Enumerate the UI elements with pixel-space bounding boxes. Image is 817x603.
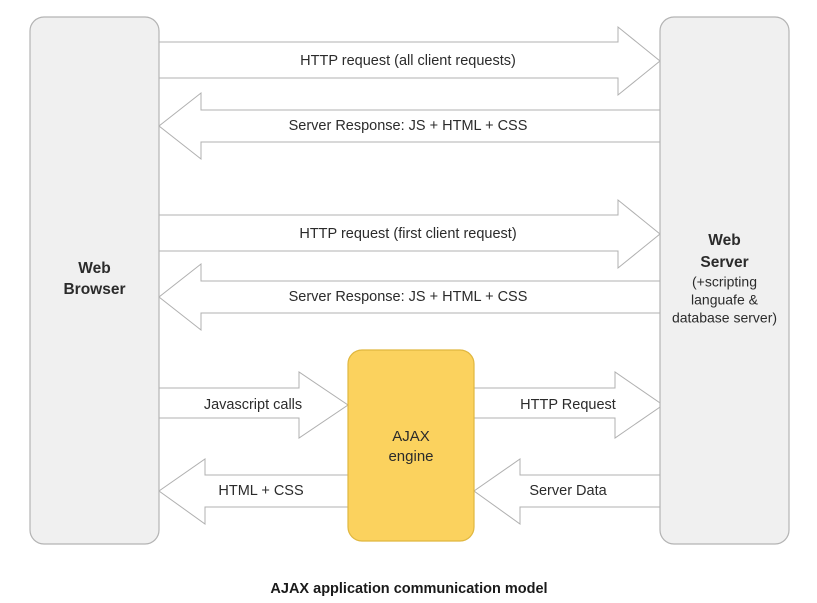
arrow-javascript-calls: Javascript calls [158, 371, 349, 439]
arrow-shape-right [158, 198, 661, 270]
arrow-shape-left [473, 458, 664, 525]
node-web-server[interactable]: Web Server (+scripting languafe & databa… [659, 16, 790, 545]
node-web-browser[interactable]: Web Browser [29, 16, 160, 545]
web-browser-title-line1: Web [78, 260, 110, 277]
arrow-shape-left [158, 458, 349, 525]
arrow-server-response-1: Server Response: JS + HTML + CSS [158, 91, 661, 161]
arrow-shape-right [473, 371, 664, 439]
web-server-title-line2: Server [700, 254, 748, 271]
arrow-label-server-data: Server Data [529, 483, 607, 499]
arrow-shape-right [158, 371, 349, 439]
ajax-engine-title-line2: engine [388, 448, 433, 465]
web-browser-title-line2: Browser [63, 281, 125, 298]
web-server-sub-line1: (+scripting [692, 274, 757, 290]
arrow-label-http-request-all: HTTP request (all client requests) [300, 53, 516, 69]
web-server-title-line1: Web [708, 232, 740, 249]
arrow-html-css: HTML + CSS [158, 458, 349, 525]
arrow-shape-left [158, 262, 661, 332]
arrow-label-server-response-1: Server Response: JS + HTML + CSS [289, 118, 528, 134]
arrow-label-http-request-first: HTTP request (first client request) [299, 226, 516, 242]
ajax-engine-title-line1: AJAX [392, 428, 430, 445]
web-browser-box [29, 16, 160, 545]
arrow-label-javascript-calls: Javascript calls [204, 397, 302, 413]
arrow-shape-right [158, 25, 661, 97]
web-server-sub-line3: database server) [672, 310, 777, 326]
arrow-shape-left [158, 91, 661, 161]
arrow-label-html-css: HTML + CSS [218, 483, 303, 499]
arrow-server-response-2: Server Response: JS + HTML + CSS [158, 262, 661, 332]
diagram-caption: AJAX application communication model [270, 581, 547, 597]
web-server-box [659, 16, 790, 545]
arrow-server-data: Server Data [473, 458, 664, 525]
arrow-label-server-response-2: Server Response: JS + HTML + CSS [289, 289, 528, 305]
web-server-sub-line2: languafe & [691, 292, 759, 308]
ajax-engine-box [347, 349, 475, 542]
node-ajax-engine[interactable]: AJAX engine [347, 349, 475, 542]
arrow-http-request-all: HTTP request (all client requests) [158, 25, 661, 97]
arrow-http-request-ajax: HTTP Request [473, 371, 664, 439]
arrow-http-request-first: HTTP request (first client request) [158, 198, 661, 270]
arrow-label-http-request-ajax: HTTP Request [520, 397, 616, 413]
